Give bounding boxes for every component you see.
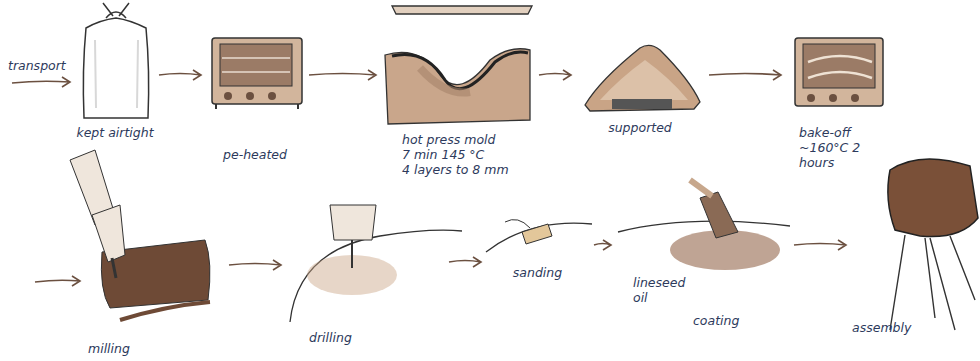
flow-arrow (594, 240, 611, 250)
oven (795, 38, 883, 106)
flow-arrow (309, 70, 376, 80)
oven-knob (224, 92, 232, 100)
flow-arrow (539, 70, 571, 80)
flow-arrow (794, 240, 846, 250)
process-step: drilling (285, 200, 445, 345)
process-step: kept airtight (75, 0, 155, 140)
oven-rack (222, 58, 290, 72)
chair-legs (890, 235, 975, 330)
step-caption: coating (693, 313, 739, 328)
drill-head (330, 205, 376, 240)
flow-arrow (12, 77, 70, 87)
step-caption: 7 min 145 °C (402, 147, 484, 162)
process-step: bake-off~160°C 2 hours (785, 30, 885, 170)
press-layers (392, 52, 528, 89)
shell (585, 45, 700, 111)
step-caption: bake-off (799, 125, 851, 140)
step-caption: kept airtight (76, 125, 153, 140)
process-step: lineseed oil coating (615, 200, 790, 328)
flow-label: transport (8, 58, 66, 73)
sanding-block (522, 224, 552, 244)
workpiece-edge (486, 223, 592, 252)
chair-shell (888, 159, 978, 237)
oven-knob (851, 94, 859, 102)
process-step: sanding (485, 205, 590, 280)
bag-shade (95, 40, 138, 108)
step-caption: supported (608, 120, 672, 135)
oven-window (803, 44, 875, 88)
step-caption: 4 layers to 8 mm (402, 162, 509, 177)
oven (212, 38, 302, 104)
process-step: hot press mold7 min 145 °C4 layers to 8 … (380, 5, 535, 177)
drill-bit (351, 240, 353, 268)
brush-handle (690, 180, 712, 196)
press-mold (385, 49, 530, 124)
step-caption: milling (88, 341, 130, 356)
support-grill (612, 99, 672, 109)
bag (83, 18, 148, 118)
oven-knob (246, 92, 254, 100)
press-plate (392, 6, 532, 14)
oven-knob (829, 94, 837, 102)
offcut (120, 302, 210, 320)
process-step: supported (575, 35, 705, 135)
hand (505, 220, 530, 228)
robot-arm (92, 205, 125, 262)
flow-arrow (35, 276, 80, 286)
press-shade (420, 68, 470, 93)
oven-window (220, 44, 292, 86)
mill-bit (112, 258, 116, 278)
shell-inner (600, 60, 688, 100)
step-caption: hot press mold (402, 132, 495, 147)
workpiece-edge (290, 230, 462, 322)
brush-bristles (700, 192, 738, 238)
step-caption: drilling (309, 330, 352, 345)
oven-shell (808, 56, 872, 78)
flow-arrow (449, 257, 481, 267)
process-step: pe-heated (205, 30, 305, 162)
process-step: assembly (850, 150, 980, 335)
oven-knob (268, 92, 276, 100)
step-caption: pe-heated (223, 147, 287, 162)
step-caption: lineseed oil (633, 275, 683, 305)
process-step: milling (60, 170, 225, 356)
step-caption: assembly (852, 320, 911, 335)
oven-leg (216, 104, 298, 109)
flow-arrow (159, 70, 201, 80)
step-caption: sanding (513, 265, 562, 280)
flow-arrow (229, 260, 281, 270)
bag-tie (103, 3, 129, 18)
workpiece-edge (618, 221, 790, 232)
oven-knob (807, 94, 815, 102)
step-caption: ~160°C 2 hours (799, 140, 861, 170)
flow-arrow (709, 70, 781, 80)
